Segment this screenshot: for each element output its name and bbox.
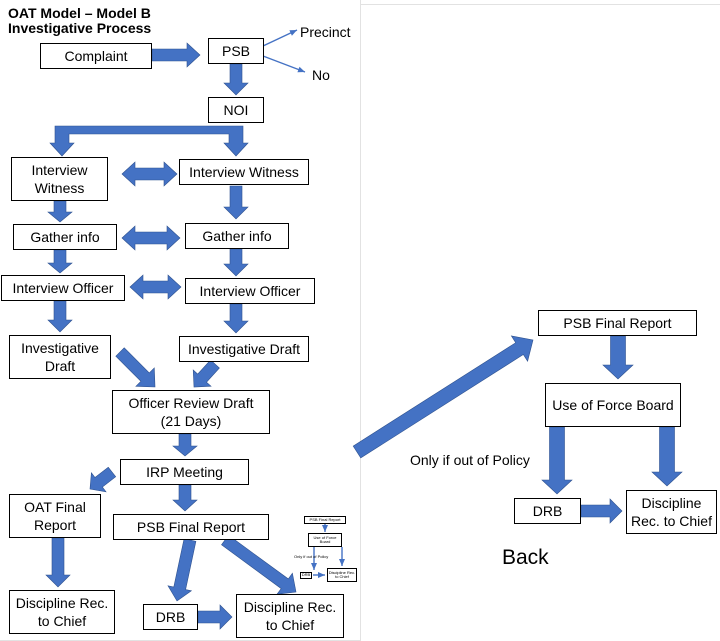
arrow-witness-exchange [121,161,178,187]
drb-box[interactable]: DRB [143,604,198,630]
arrow-to-right-psb-final-report [352,335,534,459]
arrow-uof-to-discipline [651,426,683,487]
right-drb-box[interactable]: DRB [514,498,581,524]
discipline-rec-left-box[interactable]: Discipline Rec. to Chief [9,590,115,634]
noi-box[interactable]: NOI [208,97,264,123]
discipline-rec-mid-box[interactable]: Discipline Rec. to Chief [236,594,344,638]
arrow-psb-to-discipline [221,534,297,595]
arrow-right-drb-to-discipline [580,498,623,524]
arrow-witness-to-gather-left [47,200,73,223]
arrow-psb-to-noi [223,63,249,96]
interview-officer-right-box[interactable]: Interview Officer [185,278,315,304]
arrow-complaint-to-psb [151,42,201,68]
arrow-gather-exchange [121,225,181,251]
arrow-witness-to-gather-right [223,185,249,220]
thumbnail-diagram[interactable]: PSB Final Report Use of Force Board Only… [294,510,367,584]
arrow-officer-to-draft-right [223,303,249,334]
thumb-arrow-1-head [322,525,328,532]
top-divider [361,4,720,5]
thumbnail-psb-final-report: PSB Final Report [304,516,346,524]
right-discipline-rec-box[interactable]: Discipline Rec. to Chief [626,490,717,534]
thumbnail-only-if-out-of-policy: Only if out of Policy [294,554,329,559]
thumbnail-discipline: Discipline Rec. to Chief [327,568,357,582]
noi-branch-arrow [49,125,249,157]
arrow-gather-to-officer-left [47,249,73,274]
title-line-1: OAT Model – Model B [8,5,151,21]
arrow-draft-left-to-review [115,347,156,388]
precinct-label: Precinct [300,24,351,40]
officer-review-line-1: Officer Review Draft [128,394,254,411]
title-line-2: Investigative Process [8,19,152,36]
thumb-arrow-3-head [339,559,345,566]
no-label: No [312,67,330,83]
back-link[interactable]: Back [502,546,549,569]
arrow-irp-to-psb [172,484,198,512]
right-psb-final-report-box[interactable]: PSB Final Report [538,310,697,336]
oat-final-report-box[interactable]: OAT Final Report [9,494,101,538]
irp-meeting-box[interactable]: IRP Meeting [120,459,249,485]
thumbnail-use-of-force-board: Use of Force Board [308,533,342,547]
thumb-arrow-4-head [318,572,325,578]
interview-officer-left-box[interactable]: Interview Officer [1,275,125,301]
arrow-uof-to-drb [541,426,573,495]
complaint-box[interactable]: Complaint [40,43,152,69]
arrow-psb-to-no-head [297,66,305,73]
arrow-right-psb-to-uof [602,335,634,380]
interview-witness-left-box[interactable]: Interview Witness [11,157,108,201]
thumb-arrow-2-head [311,563,317,570]
arrow-officer-exchange [129,274,182,300]
arrow-psb-to-drb [167,538,197,602]
gather-info-left-box[interactable]: Gather info [13,224,117,250]
arrow-gather-to-officer-right [223,248,249,277]
investigative-draft-left-box[interactable]: Investigative Draft [9,335,111,379]
use-of-force-board-box[interactable]: Use of Force Board [545,383,681,427]
interview-witness-right-box[interactable]: Interview Witness [179,159,309,185]
arrow-psb-to-precinct-head [289,30,297,36]
psb-final-report-box[interactable]: PSB Final Report [113,514,269,540]
arrow-irp-to-oat [89,466,117,493]
gather-info-right-box[interactable]: Gather info [185,223,289,249]
arrow-psb-to-no [262,55,306,73]
psb-box[interactable]: PSB [208,38,264,64]
investigative-draft-right-box[interactable]: Investigative Draft [179,336,309,362]
only-if-out-of-policy-label: Only if out of Policy [410,452,530,468]
arrow-drb-to-discipline [197,604,233,630]
arrow-officer-to-draft-left [47,300,73,333]
arrow-oat-to-discipline [45,537,71,588]
diagram-title: OAT Model – Model B Investigative Proces… [8,6,151,35]
officer-review-line-2: (21 Days) [160,413,222,429]
arrow-draft-right-to-review [192,359,220,388]
officer-review-draft-box[interactable]: Officer Review Draft (21 Days) [112,390,270,434]
arrow-review-to-irp [172,433,198,457]
thumbnail-drb: DRB [300,572,312,579]
